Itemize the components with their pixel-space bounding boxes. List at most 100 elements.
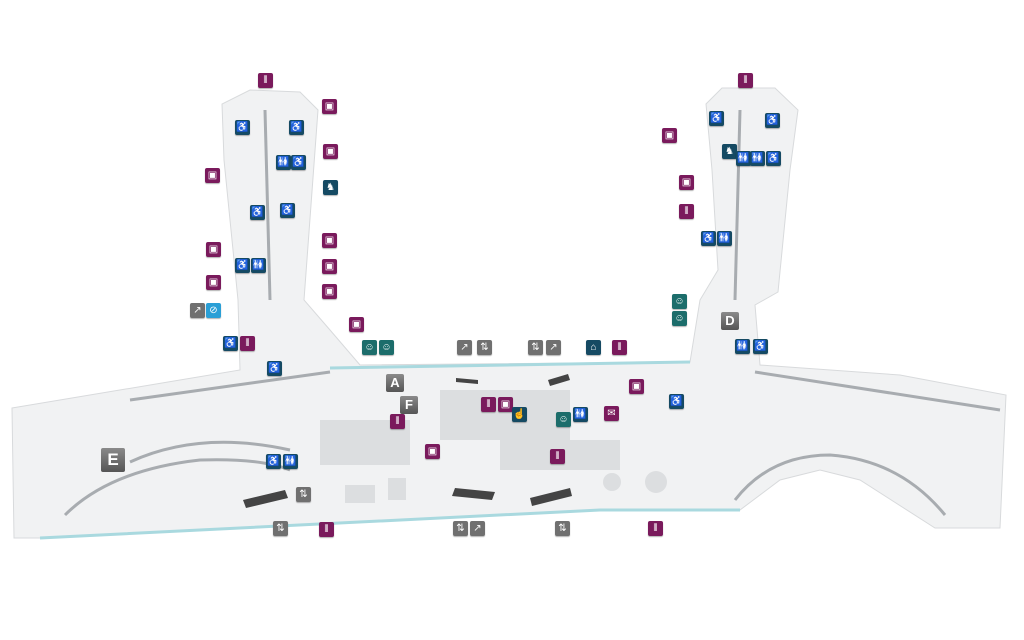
elevator-icon: ⇅: [456, 523, 465, 534]
shopping-bag-marker[interactable]: ▣: [322, 259, 337, 274]
no-escalator-marker[interactable]: ⊘: [206, 303, 221, 318]
service-bell-marker[interactable]: ⌂: [586, 340, 601, 355]
dining-marker[interactable]: ⫴: [258, 73, 273, 88]
wheelchair-lift-icon: ♿: [236, 122, 249, 133]
dining-marker[interactable]: ⫴: [481, 397, 496, 412]
dining-icon: ⫴: [324, 524, 329, 535]
accessible-marker[interactable]: ♿: [753, 339, 768, 354]
wheelchair-lift-marker[interactable]: ♿: [223, 336, 238, 351]
wheelchair-lift-icon: ♿: [268, 363, 281, 374]
dining-icon: ⫴: [263, 75, 268, 86]
shopping-bag-marker[interactable]: ▣: [322, 233, 337, 248]
elevator-marker[interactable]: ⇅: [453, 521, 468, 536]
wheelchair-lift-icon: ♿: [290, 122, 303, 133]
shopping-bag-marker[interactable]: ▣: [662, 128, 677, 143]
shopping-bag-marker[interactable]: ▣: [206, 275, 221, 290]
accessible-icon: ♿: [292, 157, 305, 168]
wheelchair-lift-marker[interactable]: ♿: [235, 120, 250, 135]
accessible-icon: ♿: [236, 260, 249, 271]
wheelchair-lift-marker[interactable]: ♿: [709, 111, 724, 126]
family-room-marker[interactable]: ☺: [556, 412, 571, 427]
restroom-marker[interactable]: 🚻: [276, 155, 291, 170]
escalator-marker[interactable]: ↗: [546, 340, 561, 355]
dining-marker[interactable]: ⫴: [240, 336, 255, 351]
elevator-marker[interactable]: ⇅: [273, 521, 288, 536]
shopping-bag-marker[interactable]: ▣: [322, 99, 337, 114]
gate-a-label[interactable]: A: [386, 374, 404, 392]
shopping-bag-icon: ▣: [324, 261, 335, 272]
family-room-icon: ☺: [558, 414, 569, 425]
shopping-bag-icon: ▣: [324, 101, 335, 112]
shopping-bag-icon: ▣: [351, 319, 362, 330]
shopping-bag-icon: ▣: [324, 286, 335, 297]
elevator-marker[interactable]: ⇅: [555, 521, 570, 536]
restroom-icon: 🚻: [751, 153, 764, 164]
shopping-bag-marker[interactable]: ▣: [205, 168, 220, 183]
restroom-marker[interactable]: 🚻: [735, 339, 750, 354]
family-room-marker[interactable]: ☺: [379, 340, 394, 355]
escalator-marker[interactable]: ↗: [470, 521, 485, 536]
shopping-bag-marker[interactable]: ▣: [349, 317, 364, 332]
accessible-marker[interactable]: ♿: [701, 231, 716, 246]
wheelchair-lift-marker[interactable]: ♿: [765, 113, 780, 128]
accessible-marker[interactable]: ♿: [766, 151, 781, 166]
mail-marker[interactable]: ✉: [604, 406, 619, 421]
family-room-marker[interactable]: ☺: [362, 340, 377, 355]
shopping-bag-icon: ▣: [631, 381, 642, 392]
gate-e-label[interactable]: E: [101, 448, 125, 472]
escalator-icon: ↗: [193, 305, 202, 316]
restroom-marker[interactable]: 🚻: [717, 231, 732, 246]
dining-marker[interactable]: ⫴: [550, 449, 565, 464]
wheelchair-lift-marker[interactable]: ♿: [280, 203, 295, 218]
wheelchair-lift-icon: ♿: [766, 115, 779, 126]
accessible-icon: ♿: [754, 341, 767, 352]
wheelchair-lift-marker[interactable]: ♿: [289, 120, 304, 135]
wheelchair-lift-marker[interactable]: ♿: [669, 394, 684, 409]
dining-marker[interactable]: ⫴: [319, 522, 334, 537]
dining-marker[interactable]: ⫴: [612, 340, 627, 355]
shopping-bag-marker[interactable]: ▣: [323, 144, 338, 159]
escalator-marker[interactable]: ↗: [190, 303, 205, 318]
escalator-marker[interactable]: ↗: [457, 340, 472, 355]
restroom-marker[interactable]: 🚻: [251, 258, 266, 273]
family-room-marker[interactable]: ☺: [672, 294, 687, 309]
dining-marker[interactable]: ⫴: [679, 204, 694, 219]
gate-f-label[interactable]: F: [400, 396, 418, 414]
shopping-bag-icon: ▣: [681, 177, 692, 188]
shopping-bag-marker[interactable]: ▣: [206, 242, 221, 257]
touch-point-marker[interactable]: ☝: [512, 407, 527, 422]
restroom-marker[interactable]: 🚻: [750, 151, 765, 166]
restroom-marker[interactable]: 🚻: [283, 454, 298, 469]
wheelchair-lift-marker[interactable]: ♿: [250, 205, 265, 220]
shopping-bag-marker[interactable]: ▣: [322, 284, 337, 299]
restroom-marker[interactable]: 🚻: [736, 151, 751, 166]
accessible-marker[interactable]: ♿: [291, 155, 306, 170]
wheelchair-lift-marker[interactable]: ♿: [267, 361, 282, 376]
dining-icon: ⫴: [486, 399, 491, 410]
shopping-bag-marker[interactable]: ▣: [498, 397, 513, 412]
dining-marker[interactable]: ⫴: [738, 73, 753, 88]
elevator-marker[interactable]: ⇅: [477, 340, 492, 355]
elevator-marker[interactable]: ⇅: [528, 340, 543, 355]
dining-marker[interactable]: ⫴: [648, 521, 663, 536]
accessible-marker[interactable]: ♿: [235, 258, 250, 273]
family-room-marker[interactable]: ☺: [672, 311, 687, 326]
play-area-marker[interactable]: ♞: [323, 180, 338, 195]
elevator-marker[interactable]: ⇅: [296, 487, 311, 502]
accessible-marker[interactable]: ♿: [266, 454, 281, 469]
shopping-bag-marker[interactable]: ▣: [629, 379, 644, 394]
gate-d-label[interactable]: D: [721, 312, 739, 330]
shopping-bag-icon: ▣: [427, 446, 438, 457]
play-area-marker[interactable]: ♞: [722, 144, 737, 159]
shopping-bag-marker[interactable]: ▣: [425, 444, 440, 459]
accessible-icon: ♿: [267, 456, 280, 467]
elevator-icon: ⇅: [276, 523, 285, 534]
restroom-marker[interactable]: 🚻: [573, 407, 588, 422]
restroom-icon: 🚻: [252, 260, 265, 271]
shopping-bag-marker[interactable]: ▣: [679, 175, 694, 190]
dining-marker[interactable]: ⫴: [390, 414, 405, 429]
accessible-icon: ♿: [702, 233, 715, 244]
dining-icon: ⫴: [653, 523, 658, 534]
